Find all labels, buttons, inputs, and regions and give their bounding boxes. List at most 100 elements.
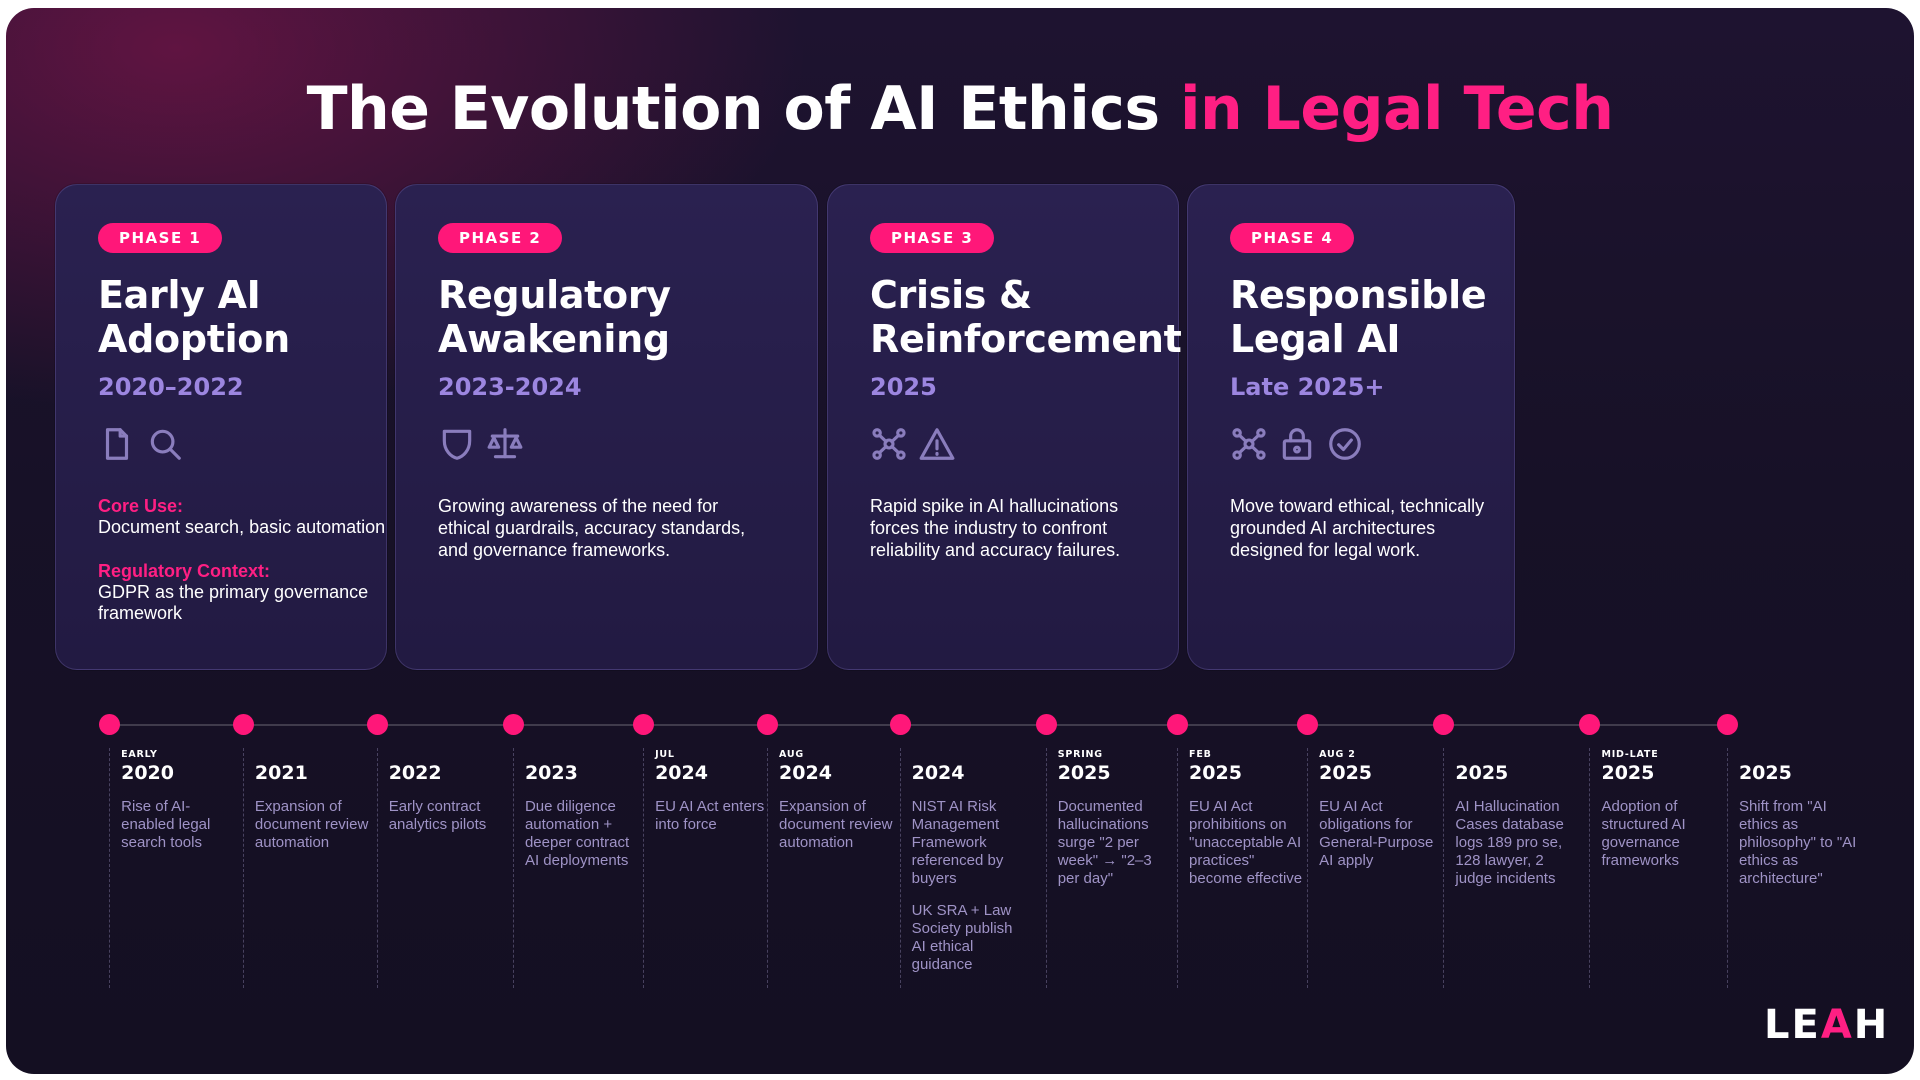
phase-description: Move toward ethical, technically grounde… xyxy=(1230,496,1485,560)
phase-badge: PHASE 1 xyxy=(98,223,223,253)
timeline-subtitle: FEB xyxy=(1189,749,1212,760)
timeline-dot xyxy=(757,714,779,735)
timeline-dot xyxy=(633,714,655,735)
timeline-dot xyxy=(99,714,121,735)
timeline-year: 2021 xyxy=(254,762,308,784)
timeline-dot xyxy=(1035,714,1057,735)
timeline-subtitle xyxy=(912,748,1030,761)
document-icon xyxy=(98,425,136,463)
title-main: The Evolution of AI Ethics xyxy=(306,74,1161,144)
timeline-dot xyxy=(232,714,254,735)
phase-title: Responsible Legal AI xyxy=(1230,273,1487,361)
network-icon xyxy=(1230,425,1268,463)
network-icon xyxy=(870,425,908,463)
phase-title: Regulatory Awakening xyxy=(438,273,671,361)
timeline-description-secondary: UK SRA + Law Society publish AI ethical … xyxy=(911,902,1013,973)
timeline-description: Early contract analytics pilots xyxy=(388,798,487,833)
core-use-text: Document search, basic automation xyxy=(98,517,386,537)
phase-title: Early AI Adoption xyxy=(98,273,290,361)
timeline-description: Rise of AI-enabled legal search tools xyxy=(121,798,211,851)
timeline-year: 2025 xyxy=(1319,762,1373,784)
timeline-year: 2023 xyxy=(524,762,578,784)
timeline-year: 2024 xyxy=(779,762,832,784)
phase-card-4: PHASE 4 Responsible Legal AI Late 2025+ … xyxy=(1187,184,1515,670)
timeline-subtitle: AUG 2 xyxy=(1319,749,1356,760)
scales-icon xyxy=(486,425,524,463)
timeline-description: EU AI Act enters into force xyxy=(655,798,765,833)
timeline-subtitle: MID-LATE xyxy=(1601,749,1659,760)
timeline-year: 2024 xyxy=(911,762,965,784)
warning-icon xyxy=(918,425,956,463)
timeline-item: AUG 2 2025 EU AI Act obligations for Gener… xyxy=(1307,748,1437,988)
timeline-dot xyxy=(1579,714,1601,735)
timeline-year: 2022 xyxy=(388,762,442,784)
regulatory-context-label: Regulatory Context: xyxy=(98,561,271,581)
phase-card-1: PHASE 1 Early AI Adoption 2020–2022 Core… xyxy=(55,184,387,670)
phase-icons xyxy=(98,425,184,463)
timeline-year: 2025 xyxy=(1601,762,1655,784)
timeline-subtitle xyxy=(525,748,643,761)
regulatory-context-text: GDPR as the primary governance framework xyxy=(98,582,369,623)
infographic-canvas: The Evolution of AI Ethics in Legal Tech… xyxy=(6,8,1914,1074)
timeline-description: AI Hallucination Cases database logs 189… xyxy=(1455,798,1564,887)
timeline-dot xyxy=(889,714,911,735)
timeline-subtitle: SPRING xyxy=(1057,749,1103,760)
timeline-subtitle: JUL xyxy=(655,749,675,760)
timeline-dot xyxy=(1716,714,1738,735)
shield-icon xyxy=(438,425,476,463)
timeline-year: 2020 xyxy=(121,762,174,784)
timeline-description: EU AI Act obligations for General-Purpos… xyxy=(1319,798,1434,869)
timeline-subtitle: EARLY xyxy=(121,749,158,760)
timeline-description: EU AI Act prohibitions on "unacceptable … xyxy=(1189,798,1303,887)
core-use-label: Core Use: xyxy=(98,496,184,516)
timeline-description: Documented hallucinations surge "2 per w… xyxy=(1057,798,1152,887)
phase-period: 2023-2024 xyxy=(438,373,582,401)
phase-icons xyxy=(1230,425,1364,463)
phase-icons xyxy=(438,425,524,463)
check-circle-icon xyxy=(1326,425,1364,463)
timeline-description: Due diligence automation + deeper contra… xyxy=(524,798,630,869)
phase-badge: PHASE 2 xyxy=(438,223,563,253)
timeline-dot xyxy=(1297,714,1319,735)
logo-text-pre: LE xyxy=(1764,1002,1821,1048)
phase-period: 2025 xyxy=(870,373,937,401)
phase-icons xyxy=(870,425,956,463)
leah-logo: LEAH xyxy=(1764,1002,1889,1048)
search-icon xyxy=(146,425,184,463)
timeline-item: 2025 AI Hallucination Cases database logs… xyxy=(1443,748,1573,988)
timeline-description: Adoption of structured AI governance fra… xyxy=(1601,798,1686,869)
phase-period: Late 2025+ xyxy=(1230,373,1385,401)
timeline-year: 2025 xyxy=(1455,762,1509,784)
phase-details: Core Use: Document search, basic automat… xyxy=(98,495,398,624)
phase-badge: PHASE 3 xyxy=(870,223,995,253)
logo-text-post: H xyxy=(1853,1002,1890,1048)
timeline-dot xyxy=(1433,714,1455,735)
phase-card-2: PHASE 2 Regulatory Awakening 2023-2024 G… xyxy=(395,184,818,670)
timeline-description: Expansion of document review automation xyxy=(779,798,893,851)
timeline-subtitle xyxy=(255,748,373,761)
phase-description: Growing awareness of the need for ethica… xyxy=(438,496,746,560)
timeline-year: 2024 xyxy=(655,762,708,784)
timeline-subtitle: AUG xyxy=(779,749,805,760)
timeline-description: NIST AI Risk Management Framework refere… xyxy=(911,798,1004,887)
lock-icon xyxy=(1278,425,1316,463)
timeline-dot xyxy=(502,714,524,735)
timeline-dot xyxy=(366,714,388,735)
logo-text-accent: A xyxy=(1820,1002,1854,1048)
timeline-subtitle xyxy=(1455,748,1573,761)
page-title: The Evolution of AI Ethics in Legal Tech xyxy=(6,74,1914,144)
timeline-description: Shift from "AI ethics as philosophy" to … xyxy=(1738,798,1857,887)
timeline-year: 2025 xyxy=(1057,762,1111,784)
phase-period: 2020–2022 xyxy=(98,373,244,401)
timeline-description: Expansion of document review automation xyxy=(254,798,369,851)
